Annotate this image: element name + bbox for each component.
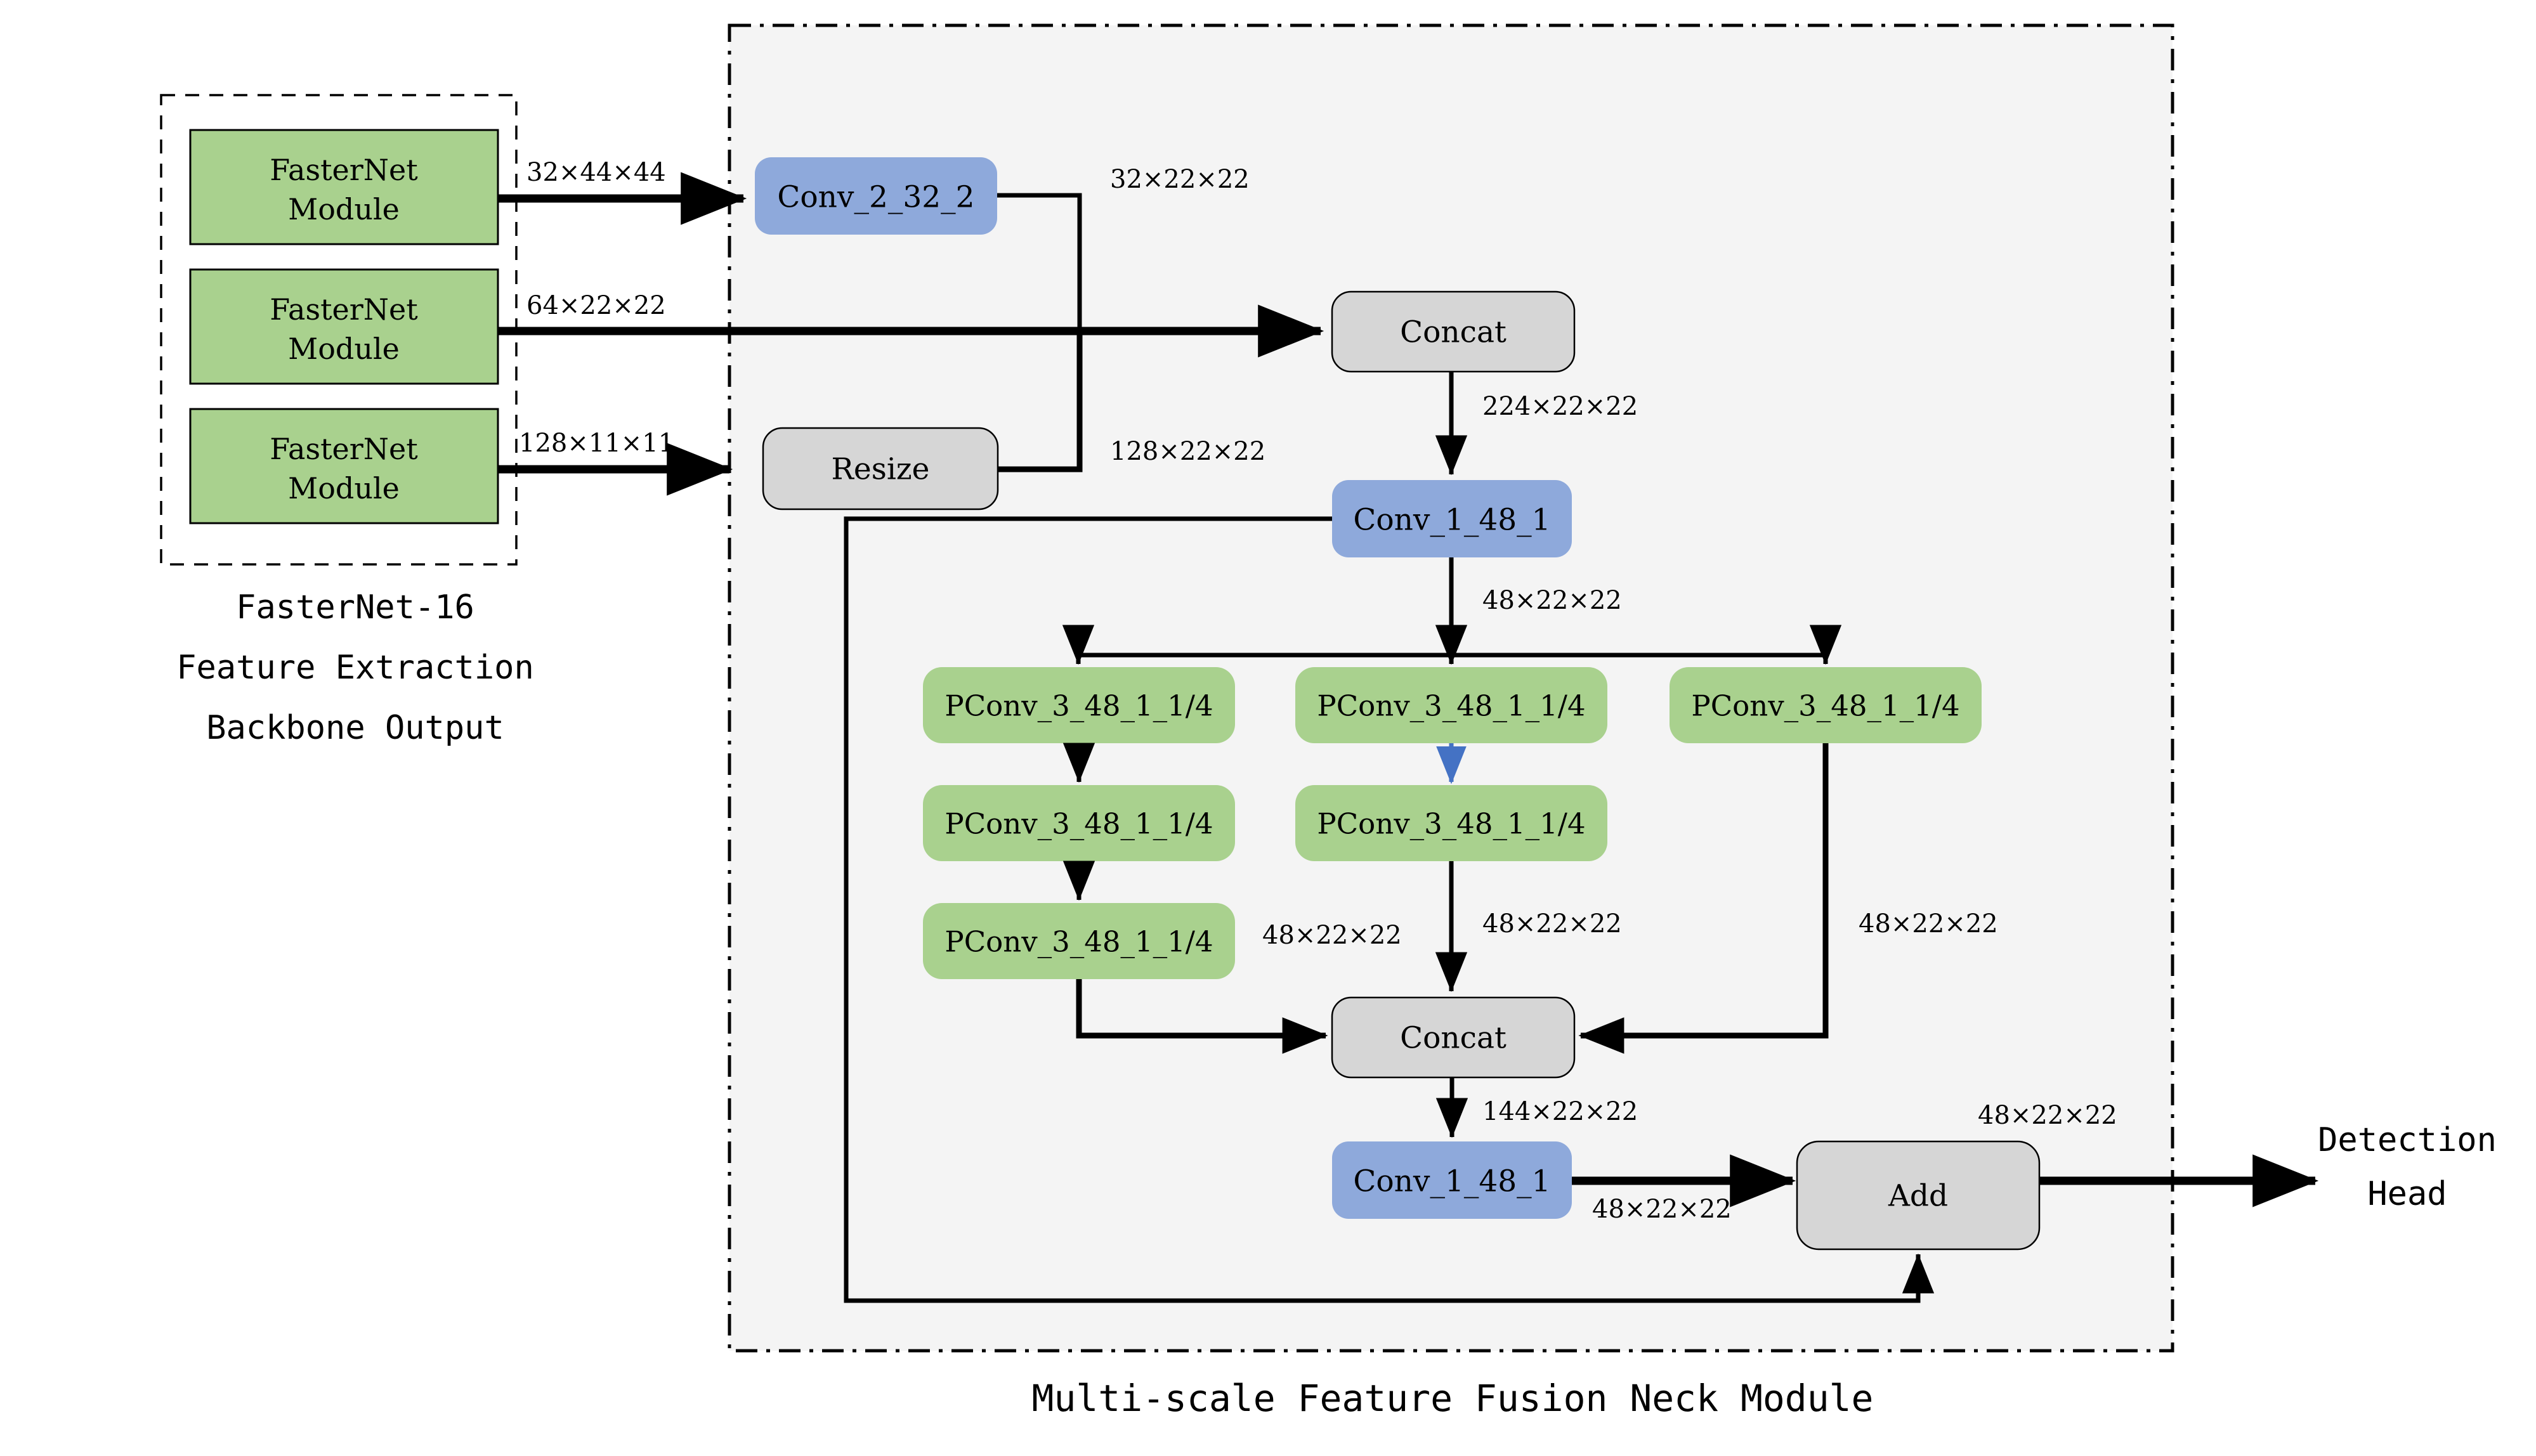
node-add-label: Add [1888, 1179, 1948, 1214]
neck-module-title: Multi-scale Feature Fusion Neck Module [1032, 1377, 1874, 1420]
node-pconv-mid-1: PConv_3_48_1_1/4 [1295, 667, 1607, 743]
edge-label-branch-right-out: 48×22×22 [1859, 909, 1998, 939]
node-resize: Resize [762, 427, 999, 510]
edge-label-backbone-3: 128×11×11 [519, 429, 674, 458]
node-pconv-right-1-label: PConv_3_48_1_1/4 [1691, 689, 1959, 723]
edge-resize-to-concat [998, 331, 1083, 472]
edge-label-add-out: 48×22×22 [1978, 1101, 2117, 1130]
detection-head-label-line1: Detection [2318, 1121, 2497, 1159]
edge-label-concat-bottom-out: 144×22×22 [1482, 1097, 1638, 1126]
fasternet-module-3-label-line1: FasterNet [270, 432, 418, 466]
fasternet-module-1-label-line2: Module [288, 192, 400, 226]
node-pconv-left-3: PConv_3_48_1_1/4 [923, 903, 1235, 979]
node-pconv-left-2: PConv_3_48_1_1/4 [923, 785, 1235, 861]
fasternet-module-2-label-line1: FasterNet [270, 292, 418, 327]
node-concat-top: Concat [1331, 290, 1576, 373]
edge-conv2-to-concat [997, 193, 1082, 331]
node-pconv-mid-2: PConv_3_48_1_1/4 [1295, 785, 1607, 861]
edge-pconv-right-to-concat [1578, 743, 1829, 1054]
edge-label-conv1-bottom-out: 48×22×22 [1592, 1195, 1732, 1224]
edge-label-conv1-top-out: 48×22×22 [1482, 586, 1622, 615]
node-conv-2-32-2-label: Conv_2_32_2 [777, 180, 974, 215]
edge-label-backbone-1: 32×44×44 [526, 158, 666, 187]
fasternet-module-2-label-line2: Module [288, 332, 400, 366]
edge-label-concat-top-out: 224×22×22 [1482, 392, 1638, 421]
node-conv-1-48-1-bottom: Conv_1_48_1 [1332, 1141, 1572, 1219]
node-add: Add [1796, 1140, 2041, 1251]
edge-label-conv2-out: 32×22×22 [1110, 165, 1250, 194]
backbone-caption-line1: FasterNet-16 [236, 588, 474, 627]
node-pconv-left-1-label: PConv_3_48_1_1/4 [944, 689, 1213, 723]
node-conv-1-48-1-top-label: Conv_1_48_1 [1353, 503, 1550, 538]
node-concat-bottom: Concat [1331, 996, 1576, 1079]
fasternet-module-3: FasterNet Module [189, 408, 499, 524]
edge-label-branch-left-out: 48×22×22 [1262, 921, 1402, 950]
node-pconv-mid-1-label: PConv_3_48_1_1/4 [1317, 689, 1585, 723]
fasternet-module-3-label-line2: Module [288, 471, 400, 505]
node-pconv-mid-2-label: PConv_3_48_1_1/4 [1317, 807, 1585, 841]
node-pconv-left-1: PConv_3_48_1_1/4 [923, 667, 1235, 743]
node-conv-1-48-1-bottom-label: Conv_1_48_1 [1353, 1164, 1550, 1199]
edge-skip-connection-to-add [844, 516, 1935, 1303]
fasternet-module-1: FasterNet Module [189, 129, 499, 245]
node-concat-top-label: Concat [1400, 315, 1507, 350]
backbone-caption-line2: Feature Extraction [176, 649, 534, 687]
node-conv-1-48-1-top: Conv_1_48_1 [1332, 480, 1572, 557]
node-resize-label: Resize [832, 452, 930, 487]
edge-label-branch-mid-out: 48×22×22 [1482, 909, 1622, 939]
node-pconv-right-1: PConv_3_48_1_1/4 [1670, 667, 1982, 743]
backbone-caption-line3: Backbone Output [206, 709, 504, 747]
node-conv-2-32-2: Conv_2_32_2 [755, 157, 997, 235]
neck-module-border [728, 23, 2174, 1353]
detection-head-label-line2: Head [2367, 1175, 2447, 1213]
edge-label-resize-out: 128×22×22 [1110, 437, 1265, 466]
edge-label-backbone-2: 64×22×22 [526, 291, 666, 320]
fasternet-module-2: FasterNet Module [189, 268, 499, 385]
node-pconv-left-3-label: PConv_3_48_1_1/4 [944, 925, 1213, 959]
node-concat-bottom-label: Concat [1400, 1021, 1507, 1056]
fasternet-module-1-label-line1: FasterNet [270, 153, 418, 187]
edge-pconv-left-to-concat [1076, 979, 1328, 1054]
node-pconv-left-2-label: PConv_3_48_1_1/4 [944, 807, 1213, 841]
